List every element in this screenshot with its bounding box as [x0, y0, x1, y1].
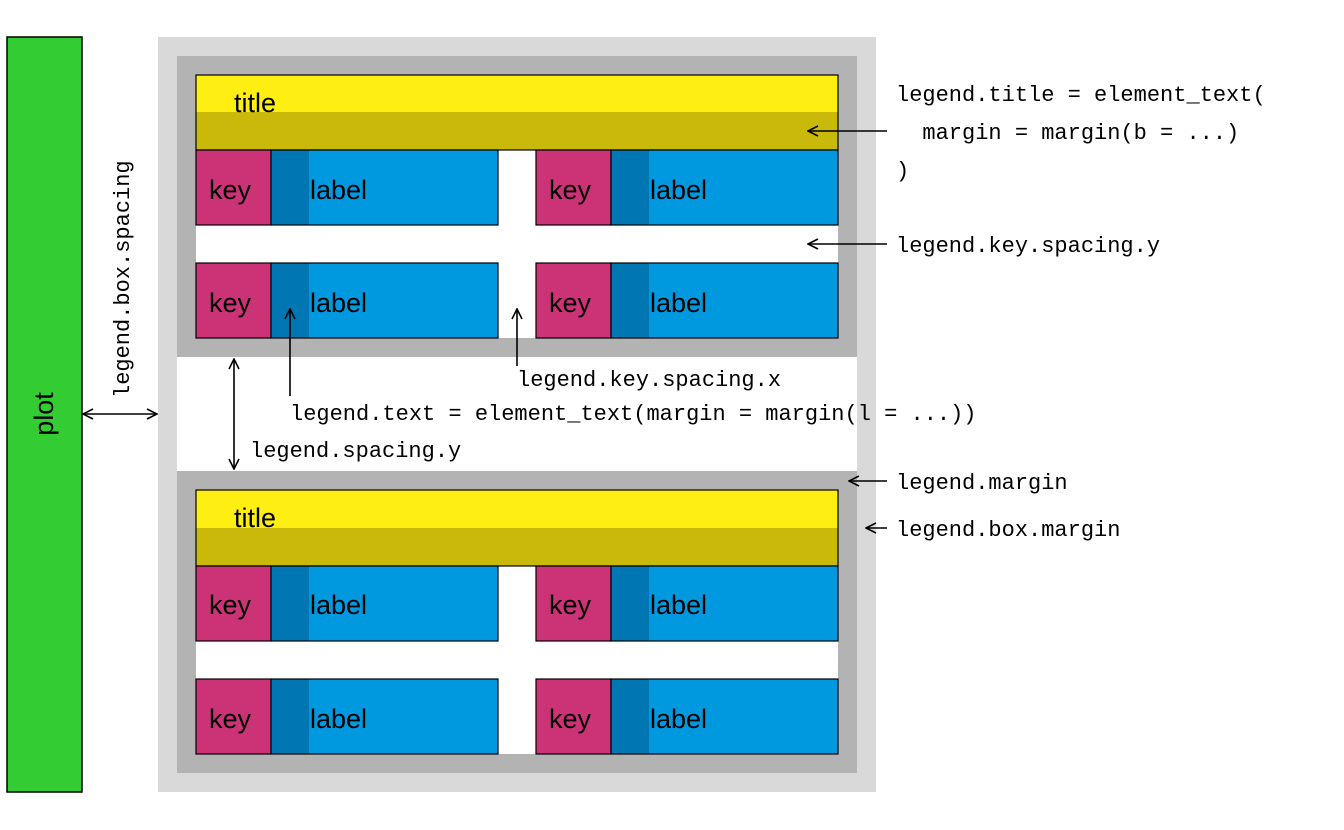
legend-entry: key label [535, 149, 839, 226]
legend-text-margin [611, 566, 649, 641]
legend-title: title [234, 503, 276, 533]
legend-title-margin [196, 112, 838, 150]
legend-entry: key label [195, 262, 499, 339]
legend-label-box [649, 263, 838, 338]
legend-label-text: label [310, 175, 367, 205]
legend-key [535, 149, 612, 226]
legend-key-text: key [549, 590, 592, 620]
legend-label-box [649, 679, 838, 754]
legend-key [195, 262, 272, 339]
legend-text-margin [611, 679, 649, 754]
legend-entry: key label [535, 262, 839, 339]
legend-text-margin [271, 679, 309, 754]
key-spacing-x-label: legend.key.spacing.x [517, 368, 781, 393]
title-margin-label-line3: ) [896, 159, 909, 184]
legend-label-box [649, 150, 838, 225]
legend-entry: key label [195, 565, 499, 642]
title-margin-label-line2: margin = margin(b = ...) [896, 121, 1239, 146]
margin-label: legend.margin [896, 471, 1068, 496]
legend-label-text: label [650, 175, 707, 205]
legend-key-text: key [209, 590, 252, 620]
legend-key-text: key [209, 288, 252, 318]
legend-text-margin [611, 150, 649, 225]
legend-key [535, 678, 612, 755]
legend-key [195, 565, 272, 642]
legend-entry: key label [535, 678, 839, 755]
legend-label-box [309, 150, 498, 225]
legend-key [535, 262, 612, 339]
legend-title-margin [196, 528, 838, 566]
legend-title-box [196, 490, 838, 528]
legend-block-2: title key label key label key label [177, 471, 857, 773]
legend-label-box [309, 263, 498, 338]
plot-panel [6, 36, 83, 793]
box-spacing-label: legend.box.spacing [111, 160, 136, 398]
legend-label-box [309, 566, 498, 641]
legend-title-box [196, 75, 838, 112]
plot-label: plot [29, 392, 59, 436]
legend-key-text: key [209, 175, 252, 205]
legend-text-margin [611, 263, 649, 338]
legend-key [195, 149, 272, 226]
legend-block-1: title key label key label key label [177, 56, 857, 357]
legend-label-text: label [310, 590, 367, 620]
legend-key [195, 678, 272, 755]
legend-label-text: label [650, 590, 707, 620]
legend-entry: key label [195, 678, 499, 755]
legend-text-margin [271, 150, 309, 225]
annotation-arrows [83, 131, 887, 528]
legend-label-text: label [310, 288, 367, 318]
legend-label-box [309, 679, 498, 754]
legend-key-text: key [549, 175, 592, 205]
legend-title: title [234, 88, 276, 118]
legend-key [535, 565, 612, 642]
text-margin-label: legend.text = element_text(margin = marg… [290, 402, 977, 427]
title-margin-label-line1: legend.title = element_text( [896, 83, 1266, 108]
annotation-labels: legend.box.spacing legend.title = elemen… [111, 83, 1266, 543]
key-spacing-y-label: legend.key.spacing.y [896, 234, 1160, 259]
legend-key-text: key [549, 288, 592, 318]
legend-entry: key label [535, 565, 839, 642]
legend-label-text: label [650, 288, 707, 318]
legend-key-text: key [549, 704, 592, 734]
legend-text-margin [271, 566, 309, 641]
legend-entry: key label [195, 149, 499, 226]
box-margin-label: legend.box.margin [896, 518, 1120, 543]
legend-label-box [649, 566, 838, 641]
spacing-y-label: legend.spacing.y [250, 439, 461, 464]
legend-label-text: label [650, 704, 707, 734]
legend-key-text: key [209, 704, 252, 734]
legend-label-text: label [310, 704, 367, 734]
